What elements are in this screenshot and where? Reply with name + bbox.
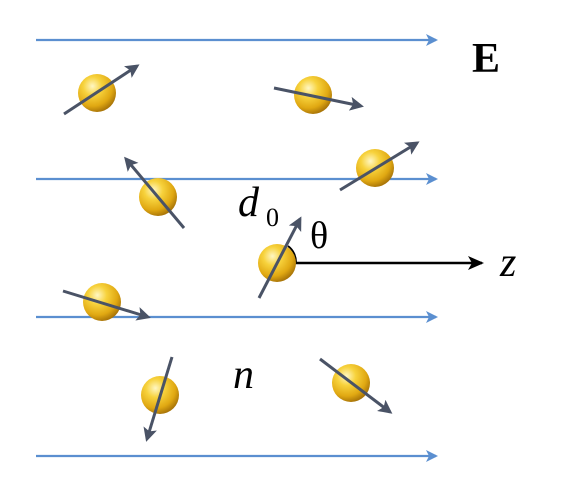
dipole-1 [63, 64, 140, 116]
dipole-arrow [319, 357, 393, 414]
dipole-2 [273, 76, 364, 114]
dipole-4 [339, 141, 420, 192]
dipole-subscript: 0 [266, 203, 279, 232]
dipole-3 [124, 156, 186, 229]
field-label: E [472, 36, 500, 82]
dipole-arrow [257, 216, 302, 299]
dipole-7 [319, 357, 393, 414]
density-label: n [233, 352, 254, 398]
dipole-arrow [63, 64, 140, 116]
dipole-central [257, 216, 302, 299]
dipole-symbol: d [238, 180, 260, 226]
theta-label: θ [310, 215, 328, 257]
z-axis-label: z [499, 240, 516, 286]
dipole-label: d [238, 180, 260, 226]
dipole-arrow [124, 156, 186, 229]
dipole-arrow [273, 86, 364, 111]
dipole-arrow [143, 356, 174, 442]
dipole-5 [62, 283, 151, 321]
dipole-6 [141, 356, 179, 442]
dipole-arrow [62, 289, 151, 321]
dipole-arrow [339, 141, 420, 192]
